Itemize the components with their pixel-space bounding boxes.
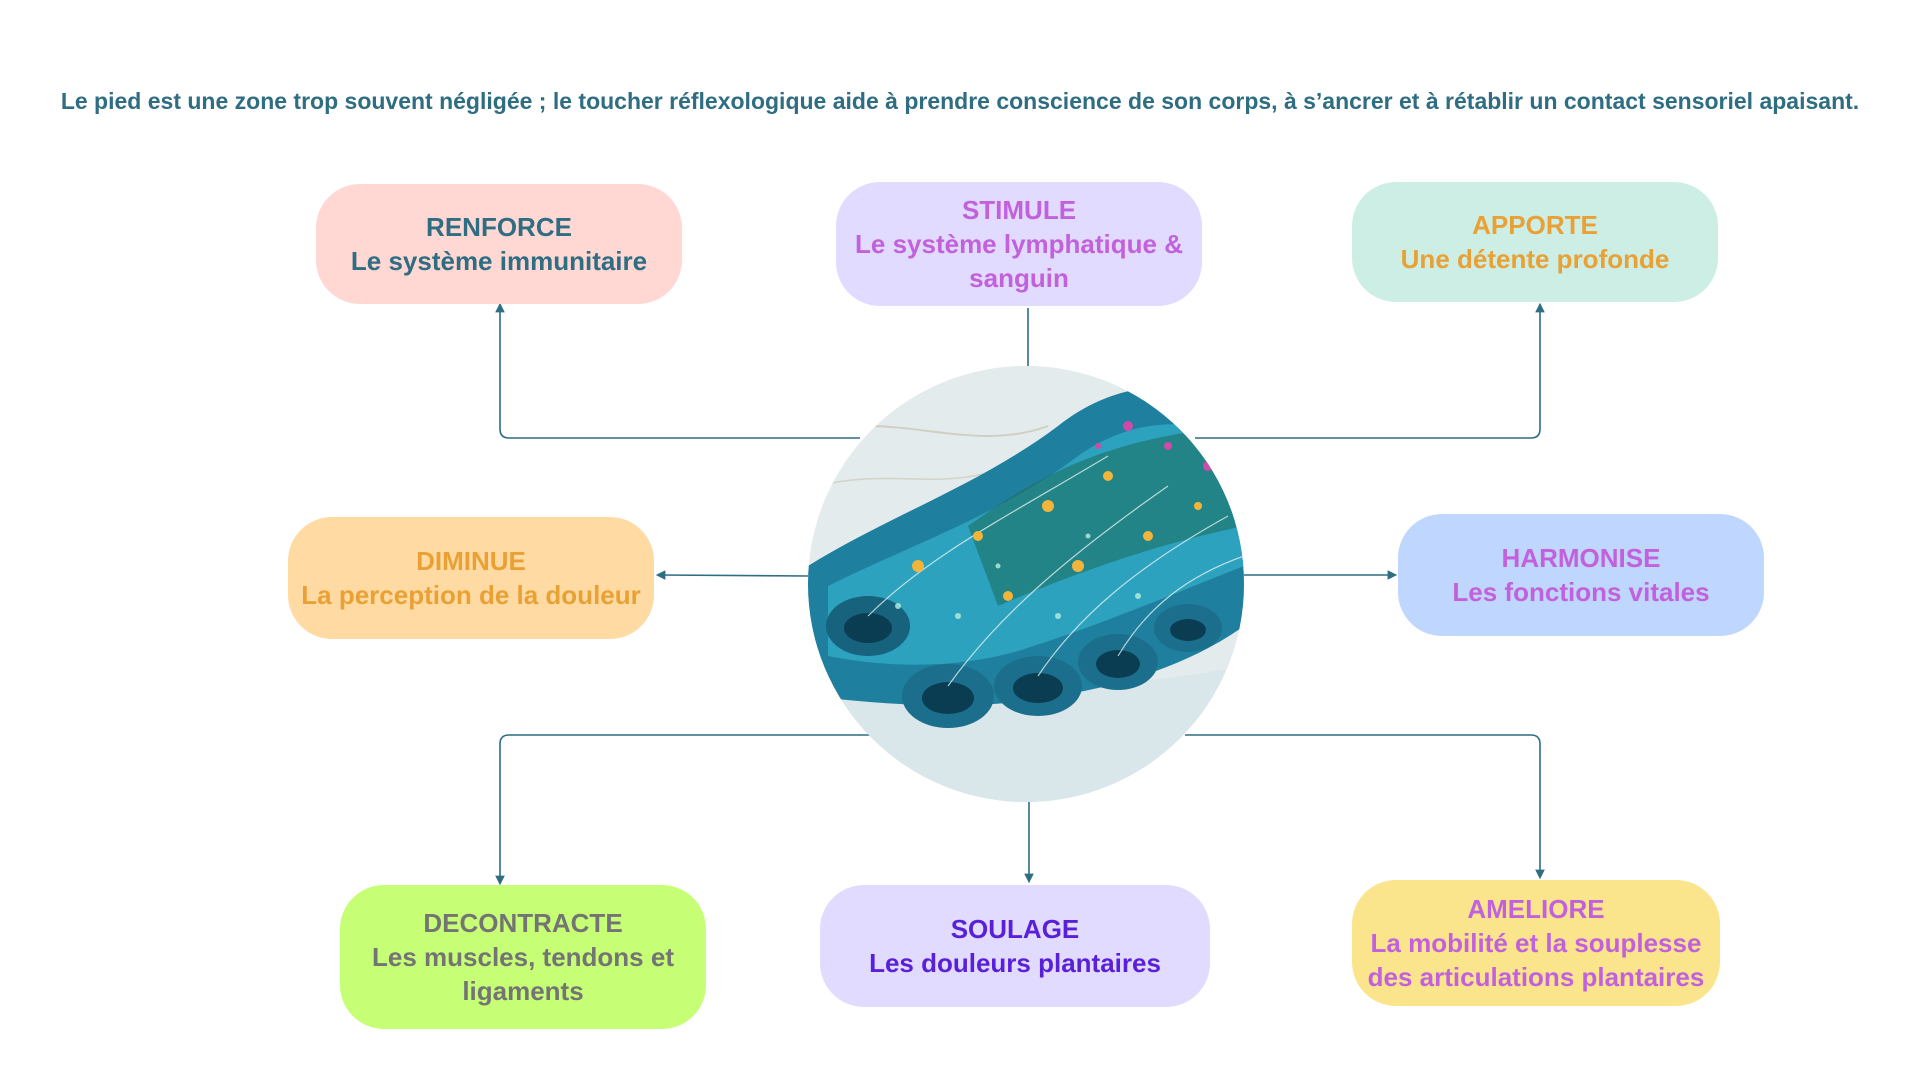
foot-illustration xyxy=(808,366,1244,802)
benefit-text: Les fonctions vitales xyxy=(1452,577,1710,607)
benefit-title: DIMINUE xyxy=(416,546,526,576)
benefit-stimule: STIMULE Le système lymphatique & sanguin xyxy=(836,182,1202,306)
benefit-text: Le système immunitaire xyxy=(350,246,648,276)
benefit-text: Une détente profonde xyxy=(1400,244,1670,274)
connector-renforce xyxy=(495,302,860,439)
benefit-title: APPORTE xyxy=(1472,210,1598,240)
benefit-ameliore: AMELIORE La mobilité et la souplesse des… xyxy=(1352,880,1720,1006)
benefit-harmonise: HARMONISE Les fonctions vitales xyxy=(1398,514,1764,636)
connector-diminue xyxy=(655,570,809,580)
benefit-text: Les douleurs plantaires xyxy=(869,948,1161,978)
benefit-text: La mobilité et la souplesse des articula… xyxy=(1367,928,1705,992)
benefit-title: AMELIORE xyxy=(1467,894,1605,924)
benefit-text: Les muscles, tendons et ligaments xyxy=(372,942,674,1006)
benefit-decontracte: DECONTRACTE Les muscles, tendons et liga… xyxy=(340,885,706,1029)
connector-decontracte xyxy=(495,734,893,886)
benefit-renforce: RENFORCE Le système immunitaire xyxy=(316,184,682,304)
benefit-text: Le système lymphatique & sanguin xyxy=(855,229,1183,293)
benefit-title: SOULAGE xyxy=(950,914,1080,944)
benefit-diminue: DIMINUE La perception de la douleur xyxy=(288,517,654,639)
benefit-title: STIMULE xyxy=(961,195,1077,225)
intro-text: Le pied est une zone trop souvent néglig… xyxy=(60,88,1860,114)
benefit-title: DECONTRACTE xyxy=(423,908,623,938)
connector-ameliore xyxy=(1185,734,1545,880)
benefit-title: HARMONISE xyxy=(1501,543,1661,573)
benefit-soulage: SOULAGE Les douleurs plantaires xyxy=(820,885,1210,1007)
connector-apporte xyxy=(1195,302,1545,439)
benefit-text: La perception de la douleur xyxy=(301,580,641,610)
benefit-title: RENFORCE xyxy=(426,212,572,242)
benefit-apporte: APPORTE Une détente profonde xyxy=(1352,182,1718,302)
